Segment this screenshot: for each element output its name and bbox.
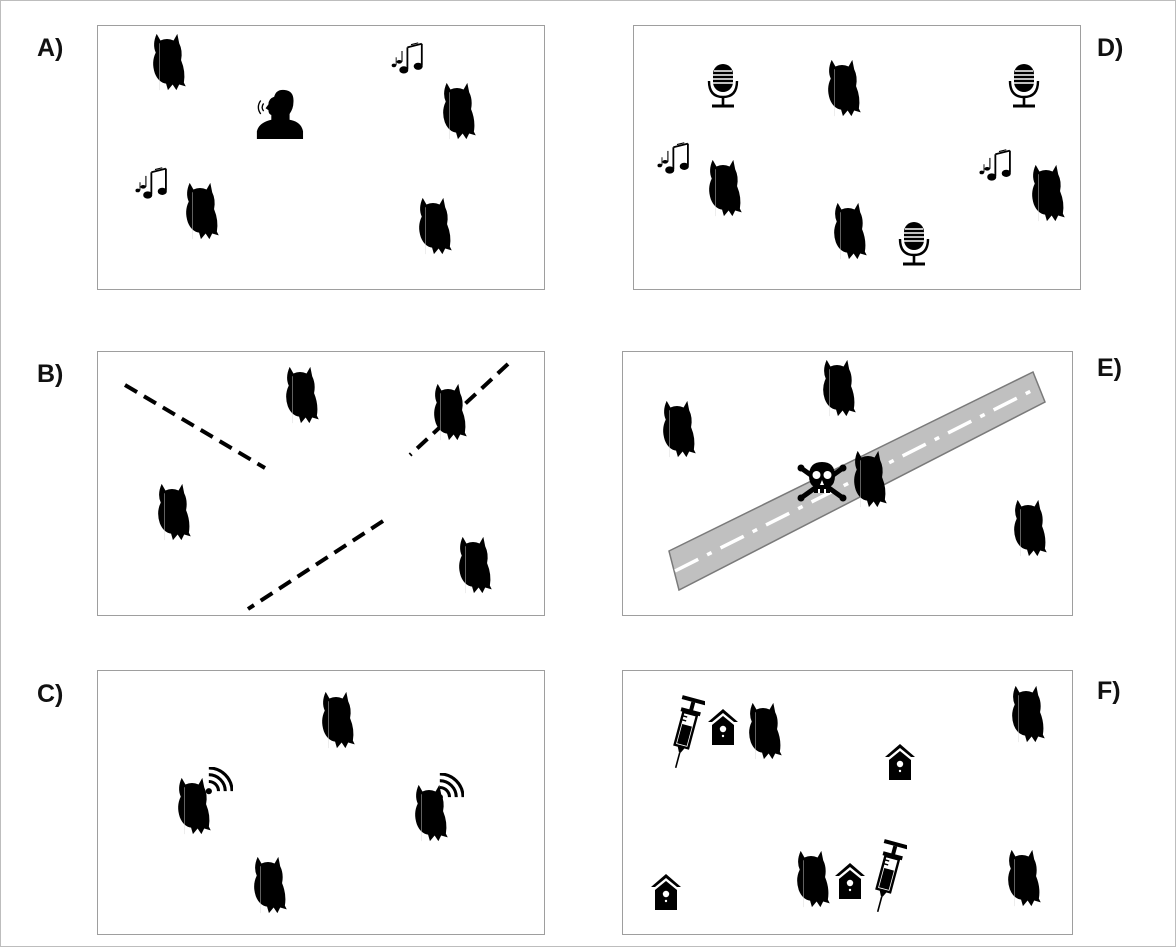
owl-icon [443, 83, 476, 139]
radio-signal-icon [437, 774, 463, 800]
owl-icon [749, 703, 782, 759]
music-notes-icon [657, 143, 688, 174]
microphone-icon [1010, 64, 1038, 106]
owl-icon [1032, 165, 1065, 221]
owl-icon [415, 785, 448, 841]
owl-icon [709, 160, 742, 216]
panel-label-d: D) [1097, 36, 1123, 61]
human-head-icon [257, 90, 303, 139]
owl-icon [254, 857, 287, 913]
nest-box-icon [885, 744, 915, 780]
panel-label-c: C) [37, 682, 63, 707]
owl-icon [153, 34, 186, 90]
owl-icon [419, 198, 452, 254]
panel-label-b: B) [37, 362, 63, 387]
radio-signal-icon [206, 768, 232, 794]
owl-icon [823, 360, 856, 416]
owl-icon [1012, 686, 1045, 742]
owl-icon [797, 851, 830, 907]
panel-label-e: E) [1097, 356, 1122, 381]
nest-box-icon [708, 709, 738, 745]
owl-icon [178, 778, 211, 834]
music-notes-icon [392, 43, 423, 74]
owl-icon [1014, 500, 1047, 556]
owl-icon [158, 484, 191, 540]
owl-icon [286, 367, 319, 423]
dashed-line-icon [248, 521, 383, 609]
owl-icon [434, 384, 467, 440]
panel-f [622, 670, 1073, 935]
microphone-icon [900, 222, 928, 264]
panel-d [633, 25, 1081, 290]
music-notes-icon [135, 168, 166, 199]
owl-icon [663, 401, 696, 457]
panel-b [97, 351, 545, 616]
nest-box-icon [835, 863, 865, 899]
owl-icon [834, 203, 867, 259]
panel-c [97, 670, 545, 935]
nest-box-icon [651, 874, 681, 910]
panel-e [622, 351, 1073, 616]
owl-icon [1008, 850, 1041, 906]
dashed-line-icon [125, 385, 265, 468]
microphone-icon [709, 64, 737, 106]
syringe-icon [866, 839, 908, 915]
panel-a [97, 25, 545, 290]
syringe-icon [664, 695, 706, 771]
panel-label-a: A) [37, 36, 63, 61]
owl-icon [459, 537, 492, 593]
panel-label-f: F) [1097, 679, 1121, 704]
music-notes-icon [979, 150, 1010, 181]
owl-icon [828, 60, 861, 116]
owl-icon [186, 183, 219, 239]
owl-icon [322, 692, 355, 748]
